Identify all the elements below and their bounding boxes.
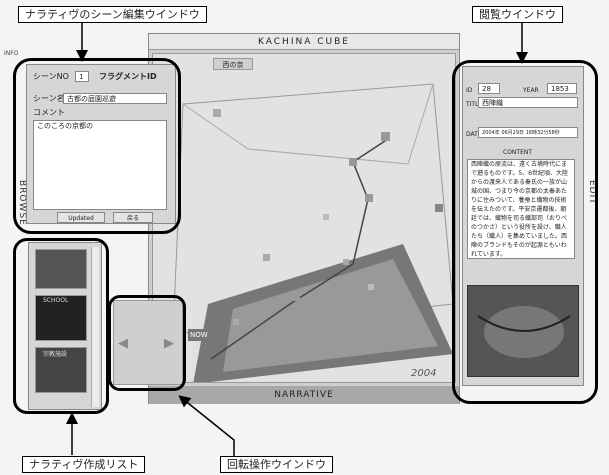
now-marker-bg: [188, 329, 212, 341]
date-field[interactable]: 2004年 06月29日 16時32分58秒: [478, 127, 578, 138]
narrative-title: NARRATIVE: [149, 386, 459, 404]
id-field[interactable]: 28: [478, 83, 500, 94]
cube-viewport[interactable]: 西の京: [152, 53, 456, 383]
browse-side-label: BROWSE: [17, 180, 27, 226]
edit-side-label: EDIT: [587, 180, 597, 205]
fragment-marker: [343, 259, 349, 265]
fragment-id-label: フラグメントID: [99, 72, 157, 81]
cube-visualization: [172, 83, 454, 382]
now-tag: NOW: [190, 331, 208, 339]
fragment-marker: [233, 319, 239, 325]
date-label: DATE: [466, 131, 482, 138]
fragment-marker: [365, 194, 373, 202]
arrow-rotation: [178, 395, 235, 456]
rotate-right-icon[interactable]: ▶: [164, 336, 174, 351]
year-field[interactable]: 1853: [547, 83, 577, 94]
rotation-window[interactable]: ◀ ▶: [113, 300, 183, 385]
rotate-left-icon[interactable]: ◀: [118, 336, 128, 351]
title-label: TITLE: [466, 101, 483, 108]
fragment-marker: [323, 214, 329, 220]
scene-edit-panel: シーンNO 1 フラグメントID シーン名 古都の庭園巡遊 コメント このころの…: [26, 64, 176, 224]
scene-edit-frame: [13, 58, 181, 234]
scene-no-field[interactable]: 1: [75, 71, 89, 82]
id-label: ID: [466, 87, 473, 94]
narrative-list-scrollbar[interactable]: [91, 247, 99, 407]
scene-name-label: シーン名: [33, 94, 65, 103]
map-preview-graphic: [477, 306, 571, 358]
fragment-marker: [213, 109, 221, 117]
content-header: CONTENT: [503, 149, 533, 156]
callout-scene-edit: ナラティヴのシーン編集ウインドウ: [18, 6, 207, 23]
app-title: KACHINA CUBE: [149, 34, 459, 50]
fragment-marker: [435, 204, 443, 212]
narrative-path: [210, 138, 389, 360]
narrative-list-frame: [13, 238, 109, 414]
year-label: 2004: [411, 368, 437, 379]
narrative-thumb[interactable]: [35, 295, 87, 341]
cube-window: KACHINA CUBE NARRATIVE 西の京: [148, 33, 460, 404]
fragment-marker: [349, 158, 357, 166]
cube-edge: [407, 83, 434, 165]
scene-no-label: シーンNO: [33, 72, 69, 81]
back-button[interactable]: 戻る: [113, 212, 153, 223]
tab-location[interactable]: 西の京: [213, 58, 253, 70]
info-label: INFO: [4, 50, 19, 57]
scene-name-field[interactable]: 古都の庭園巡遊: [63, 93, 167, 104]
fragment-marker: [293, 294, 300, 301]
year-field-label: YEAR: [523, 87, 539, 94]
callout-narrative-list: ナラティヴ作成リスト: [22, 456, 146, 473]
content-text: 西陣織の原流は、遠く古墳時代にまで遡るものです。5、6世紀頃、大陸からの渡来人で…: [467, 159, 575, 259]
fragment-marker: [263, 254, 270, 261]
map-preview: [467, 285, 579, 377]
callout-browse: 閲覧ウインドウ: [472, 6, 563, 23]
rotation-frame: [108, 295, 186, 391]
narrative-thumb[interactable]: [35, 249, 87, 289]
fragment-marker: [381, 132, 390, 141]
title-field[interactable]: 西陣織: [478, 97, 578, 108]
thumb-caption: SCHOOL: [43, 297, 69, 304]
callout-rotation: 回転操作ウインドウ: [220, 456, 333, 473]
map-road: [477, 315, 571, 332]
map-streets: [223, 259, 438, 372]
fragment-marker: [368, 284, 374, 290]
cube-edge: [247, 148, 409, 165]
thumb-caption: 宗教施設: [43, 351, 68, 358]
narrative-list-panel: SCHOOL 宗教施設: [28, 242, 102, 410]
updated-button[interactable]: Updated: [57, 212, 105, 223]
comment-label: コメント: [33, 108, 65, 117]
browse-panel: ID 28 YEAR 1853 TITLE 西陣織 DATE 2004年 06月…: [462, 66, 584, 386]
narrative-thumb[interactable]: [35, 347, 87, 393]
comment-field[interactable]: このころの京都の: [33, 120, 167, 210]
cube-edge: [182, 103, 249, 150]
